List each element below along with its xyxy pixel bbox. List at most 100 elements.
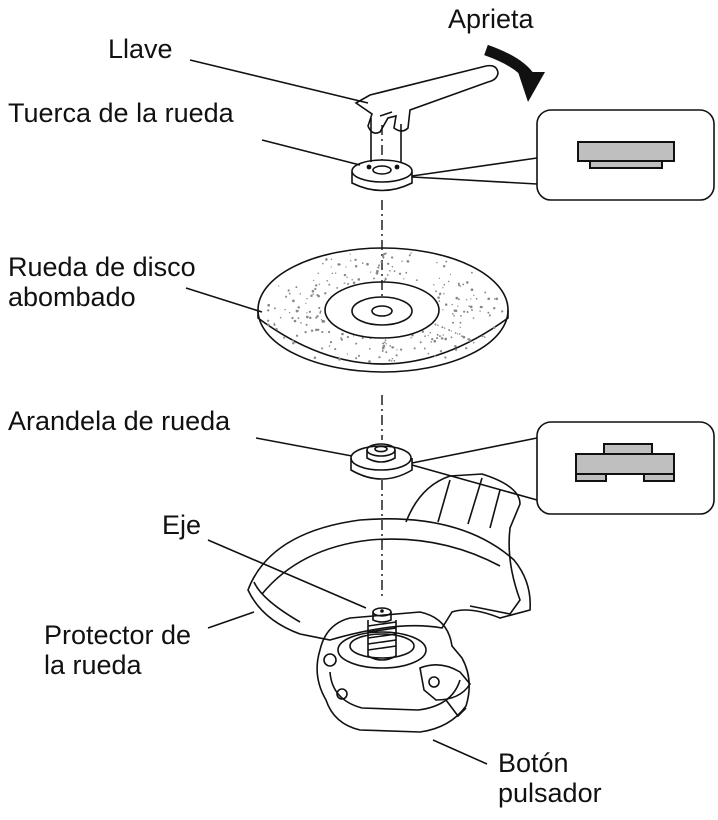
disc-speck: [368, 360, 371, 363]
disc-speck: [291, 316, 294, 320]
disc-speck: [481, 306, 484, 308]
disc-speck: [447, 280, 450, 283]
washer-section-box: [536, 421, 715, 515]
label-guard-line1: Protector de: [44, 620, 192, 650]
disc-speck: [306, 312, 308, 314]
disc-speck: [309, 316, 312, 320]
disc-speck: [439, 292, 442, 295]
label-push-button-line2: pulsador: [498, 778, 602, 808]
disc-speck: [390, 256, 394, 259]
disc-speck: [441, 326, 444, 329]
disc-speck: [487, 297, 491, 301]
disc-texture: [266, 252, 504, 363]
disc-speck: [458, 333, 461, 335]
disc-speck: [366, 262, 369, 266]
disc-speck: [322, 262, 324, 265]
disc-speck: [314, 287, 317, 291]
disc-speck: [475, 297, 478, 300]
disc-speck: [340, 337, 342, 339]
disc-speck: [423, 347, 426, 350]
disc-speck: [438, 277, 441, 279]
disc-speck: [462, 335, 466, 339]
disc-speck: [283, 336, 286, 339]
disc-speck: [436, 333, 439, 336]
disc-speck: [334, 272, 337, 274]
disc-speck: [381, 349, 384, 352]
disc-speck: [479, 310, 481, 312]
leader-wrench: [189, 59, 369, 104]
disc-speck: [334, 348, 337, 351]
disc-speck: [457, 333, 459, 335]
leader-lines: [185, 59, 488, 765]
label-spindle: Eje: [162, 510, 202, 540]
disc-speck: [455, 296, 459, 300]
disc-speck: [297, 317, 300, 319]
disc-speck: [459, 321, 462, 324]
tighten-arrow: [484, 44, 545, 102]
disc-speck: [384, 339, 387, 342]
washer-section-callout: [411, 421, 715, 515]
disc-speck: [461, 335, 463, 337]
disc-speck: [448, 329, 451, 331]
disc-speck: [292, 342, 295, 345]
disc-speck: [383, 279, 386, 282]
leader-washer: [255, 437, 353, 457]
disc-speck: [406, 260, 410, 263]
disc-speck: [410, 336, 412, 339]
label-disc-line2: abombado: [8, 282, 136, 312]
wheel-nut-section-callout: [411, 109, 715, 201]
disc-speck: [375, 271, 379, 275]
disc-speck: [410, 252, 412, 254]
disc-speck: [437, 296, 440, 299]
disc-speck: [326, 279, 329, 282]
disc-speck: [459, 285, 462, 287]
disc-speck: [266, 319, 270, 322]
disc-speck: [278, 285, 280, 287]
disc-speck: [313, 356, 317, 359]
disc-speck: [384, 341, 386, 344]
disc-speck: [472, 317, 475, 319]
disc-speck: [451, 313, 454, 315]
disc-speck: [399, 348, 403, 351]
disc-speck: [413, 347, 416, 350]
disc-speck: [329, 340, 333, 344]
disc-speck: [442, 309, 444, 311]
disc-speck: [310, 329, 314, 332]
disc-speck: [468, 339, 472, 342]
disc-speck: [393, 359, 396, 362]
disc-speck: [427, 352, 430, 355]
disc-speck: [470, 288, 474, 292]
disc-speck: [487, 311, 490, 314]
disc-speck: [393, 270, 396, 272]
disc-speck: [317, 272, 319, 275]
disc-speck: [429, 331, 432, 334]
depressed-center-disc: [257, 247, 509, 373]
disc-speck: [444, 337, 448, 341]
disc-speck: [315, 316, 318, 319]
leader-guard: [207, 611, 255, 629]
disc-speck: [273, 322, 275, 325]
disc-speck: [321, 331, 324, 334]
disc-speck: [460, 314, 462, 317]
disc-speck: [355, 342, 358, 345]
disc-speck: [315, 328, 318, 332]
disc-speck: [312, 293, 314, 295]
washer-section: [603, 443, 653, 455]
disc-speck: [346, 276, 348, 278]
disc-speck: [340, 338, 343, 341]
disc-speck: [328, 283, 331, 286]
label-push-button-line1: Botón: [498, 748, 569, 778]
disc-speck: [322, 320, 326, 323]
disc-speck: [292, 299, 295, 303]
disc-speck: [291, 339, 294, 342]
disc-speck: [317, 294, 320, 298]
disc-speck: [484, 291, 487, 294]
disc-speck: [305, 323, 308, 326]
disc-speck: [305, 315, 309, 319]
disc-speck: [450, 336, 453, 339]
disc-speck: [403, 278, 405, 280]
disc-speck: [336, 286, 339, 289]
disc-speck: [466, 310, 469, 314]
disc-speck: [466, 281, 469, 284]
